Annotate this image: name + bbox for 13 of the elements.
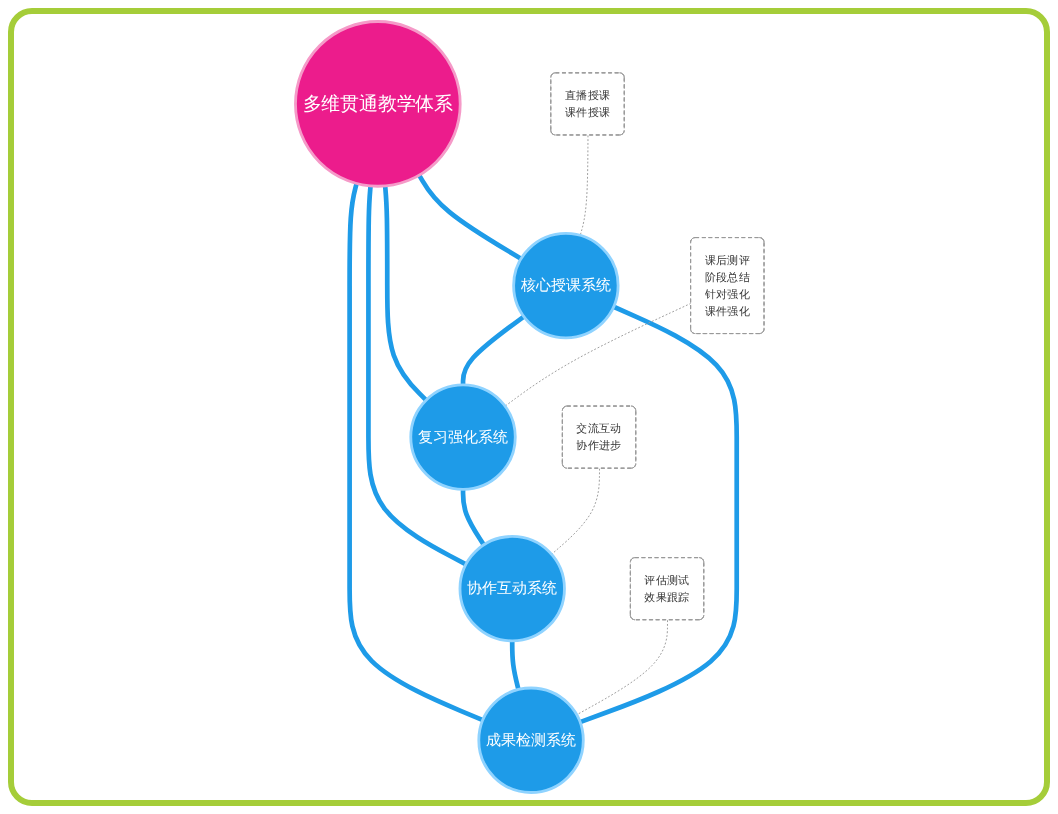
connector [509,640,520,691]
connector [503,302,691,407]
connector [459,314,525,385]
node-circle: 多维贯通教学体系 [293,20,461,188]
connector [575,619,668,716]
connector [578,304,739,725]
connector [365,185,467,567]
connector [382,185,427,402]
connector [459,489,485,547]
connector [550,468,600,555]
connector [579,134,588,236]
connector [416,173,522,261]
connector [346,182,483,723]
